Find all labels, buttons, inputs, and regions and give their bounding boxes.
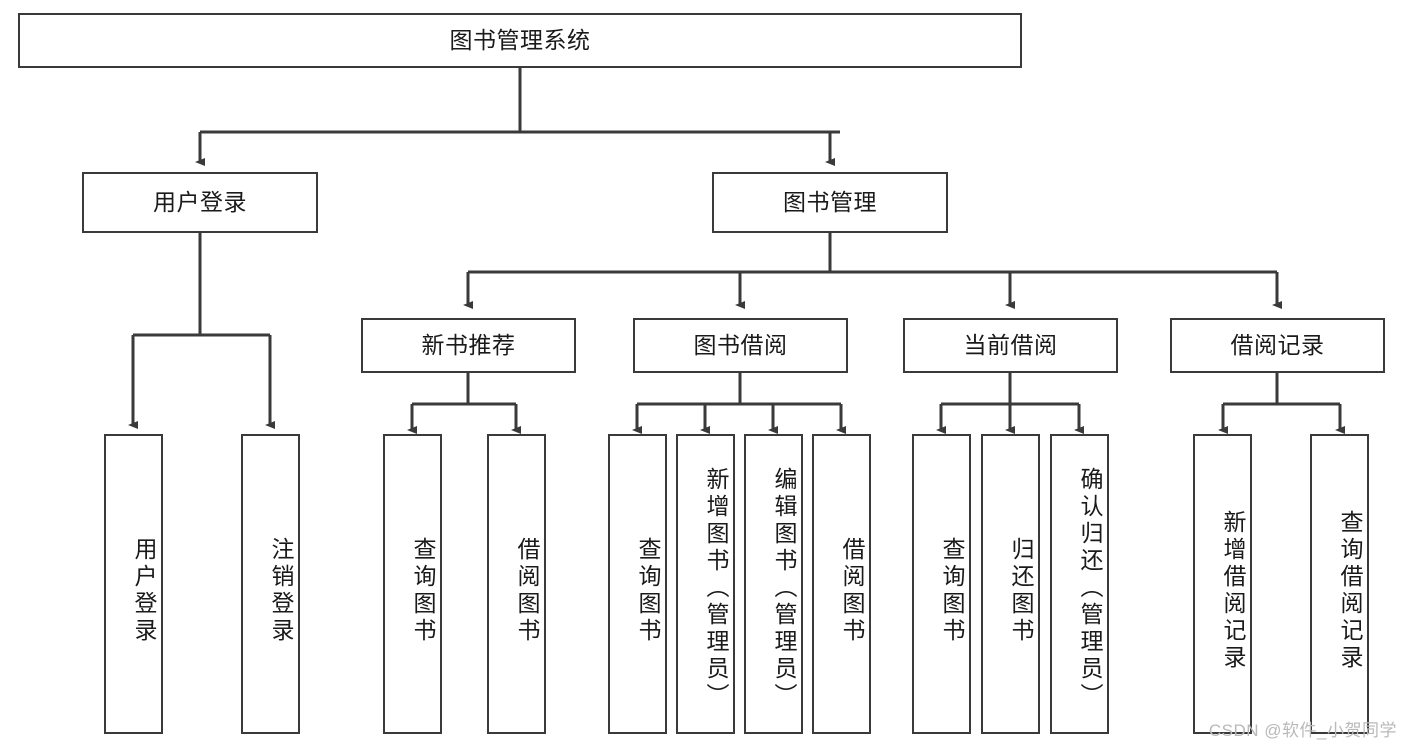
node-label: 新书推荐 — [421, 331, 516, 358]
node-label: 图书管理系统 — [449, 26, 591, 53]
leaf-label: 编辑图书（管理员） — [771, 466, 797, 710]
leaf-label: 用户登录 — [131, 537, 157, 645]
leaf-borrow-book-add[interactable]: 新增图书（管理员） — [676, 434, 735, 734]
leaf-label: 查询图书 — [939, 537, 965, 645]
node-new-book-recommend[interactable]: 新书推荐 — [361, 318, 576, 373]
node-label: 当前借阅 — [963, 331, 1058, 358]
leaf-label: 新增借阅记录 — [1220, 510, 1246, 672]
leaf-user-login-logout[interactable]: 注销登录 — [241, 434, 300, 734]
leaf-borrow-book-query[interactable]: 查询图书 — [608, 434, 667, 734]
leaf-new-book-borrow[interactable]: 借阅图书 — [487, 434, 546, 734]
node-book-borrow[interactable]: 图书借阅 — [633, 318, 848, 373]
node-label: 借阅记录 — [1230, 331, 1325, 358]
leaf-current-borrow-return[interactable]: 归还图书 — [981, 434, 1040, 734]
leaf-current-borrow-confirm[interactable]: 确认归还（管理员） — [1050, 434, 1109, 734]
node-label: 图书管理 — [783, 188, 877, 215]
leaf-current-borrow-query[interactable]: 查询图书 — [912, 434, 971, 734]
leaf-label: 查询图书 — [635, 537, 661, 645]
node-label: 用户登录 — [153, 188, 247, 215]
node-borrow-record[interactable]: 借阅记录 — [1170, 318, 1385, 373]
leaf-borrow-record-add[interactable]: 新增借阅记录 — [1193, 434, 1252, 734]
leaf-label: 借阅图书 — [514, 537, 540, 645]
leaf-label: 新增图书（管理员） — [703, 466, 729, 710]
node-book-management[interactable]: 图书管理 — [712, 172, 948, 233]
leaf-label: 借阅图书 — [839, 537, 865, 645]
node-current-borrow[interactable]: 当前借阅 — [903, 318, 1118, 373]
leaf-new-book-query[interactable]: 查询图书 — [383, 434, 442, 734]
leaf-borrow-record-query[interactable]: 查询借阅记录 — [1310, 434, 1369, 734]
leaf-label: 查询图书 — [410, 537, 436, 645]
leaf-label: 归还图书 — [1008, 537, 1034, 645]
watermark-text: CSDN @软件_小贺同学 — [1208, 721, 1397, 740]
leaf-borrow-book-borrow[interactable]: 借阅图书 — [812, 434, 871, 734]
leaf-label: 注销登录 — [268, 537, 294, 645]
leaf-user-login-login[interactable]: 用户登录 — [104, 434, 163, 734]
leaf-borrow-book-edit[interactable]: 编辑图书（管理员） — [744, 434, 803, 734]
node-label: 图书借阅 — [693, 331, 788, 358]
node-user-login[interactable]: 用户登录 — [82, 172, 318, 233]
node-root-system[interactable]: 图书管理系统 — [18, 13, 1022, 68]
leaf-label: 查询借阅记录 — [1337, 510, 1363, 672]
leaf-label: 确认归还（管理员） — [1077, 466, 1103, 710]
